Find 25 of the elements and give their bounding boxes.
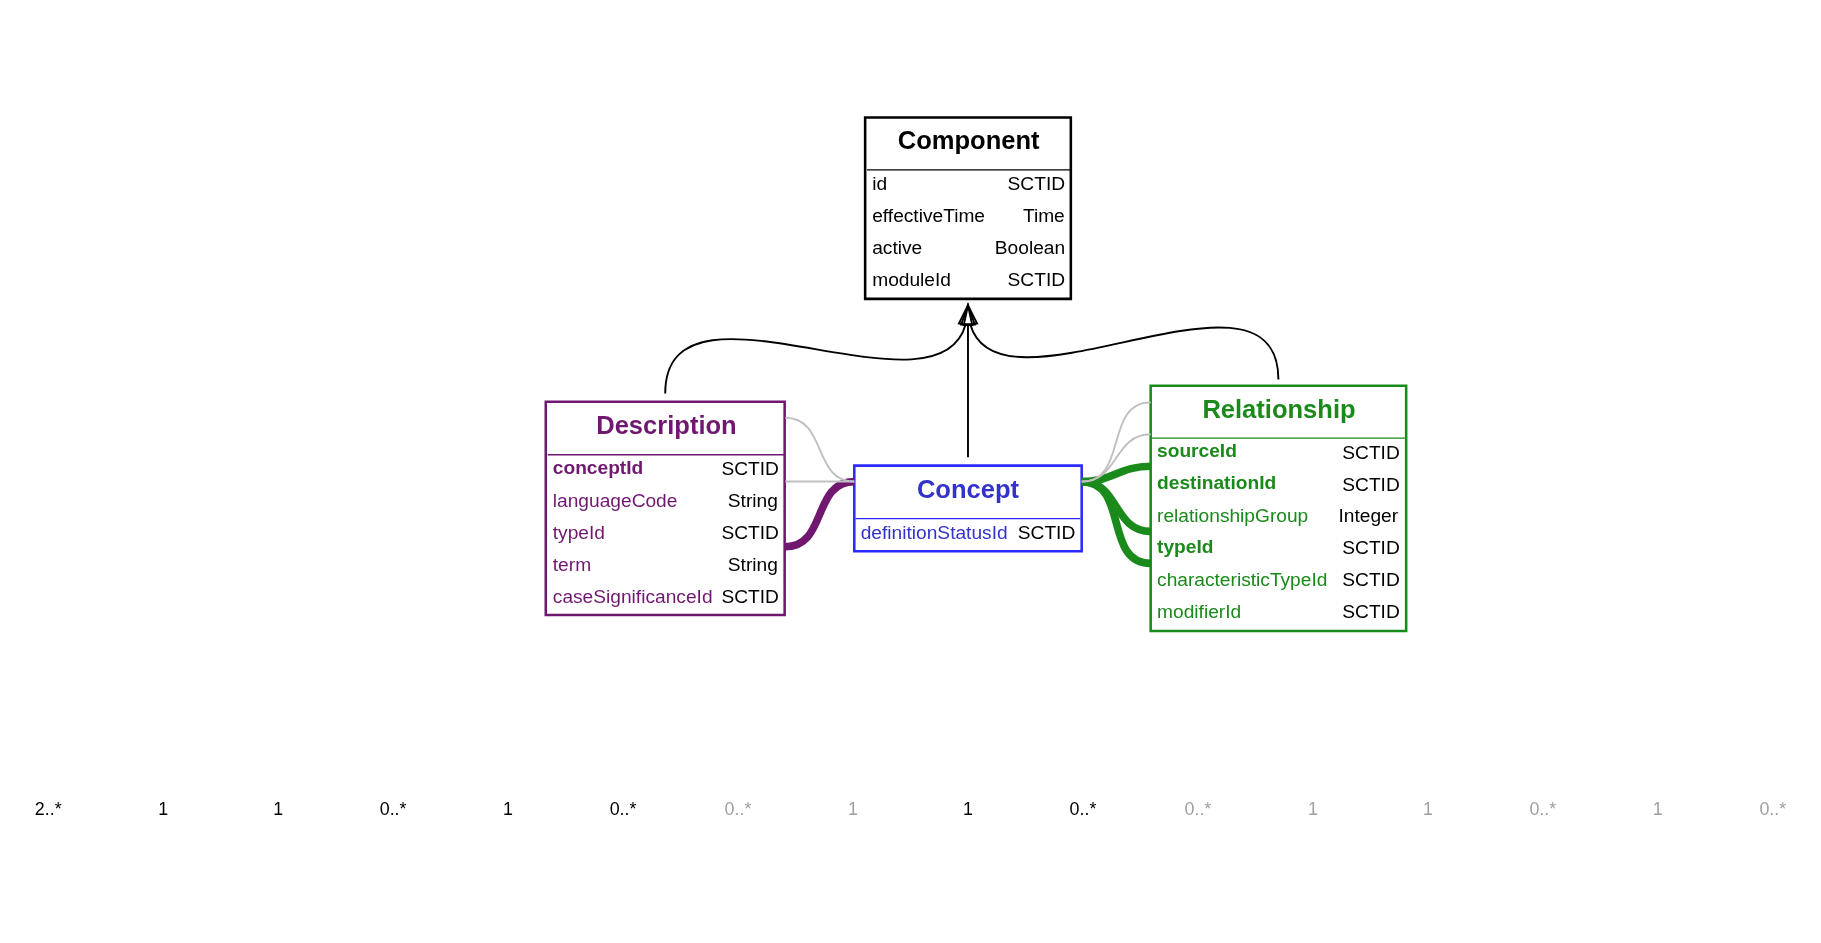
label: 1: [273, 798, 284, 819]
connector: [1081, 461, 1151, 485]
label: 1: [1652, 798, 1663, 819]
label: 1: [848, 798, 858, 819]
label: 2..*: [34, 798, 62, 819]
label: 0..*: [609, 798, 637, 819]
label: 0..*: [379, 798, 407, 819]
connector: [1080, 432, 1152, 483]
connector: [1080, 400, 1152, 483]
label: 0..*: [724, 798, 752, 819]
label: 1: [963, 798, 973, 819]
label: 1: [158, 798, 169, 819]
arrow: [959, 301, 977, 458]
label: 0..*: [1069, 798, 1097, 819]
connector: [784, 480, 856, 483]
connector: [784, 416, 856, 483]
label: 0..*: [1184, 798, 1212, 819]
label: 1: [503, 798, 514, 819]
label: 0..*: [1529, 798, 1557, 819]
arrow: [664, 301, 974, 394]
label: 1: [1422, 798, 1433, 819]
label: 1: [1307, 798, 1318, 819]
connector: [784, 477, 855, 551]
label: 0..*: [1759, 798, 1787, 819]
arrow: [962, 301, 1280, 380]
